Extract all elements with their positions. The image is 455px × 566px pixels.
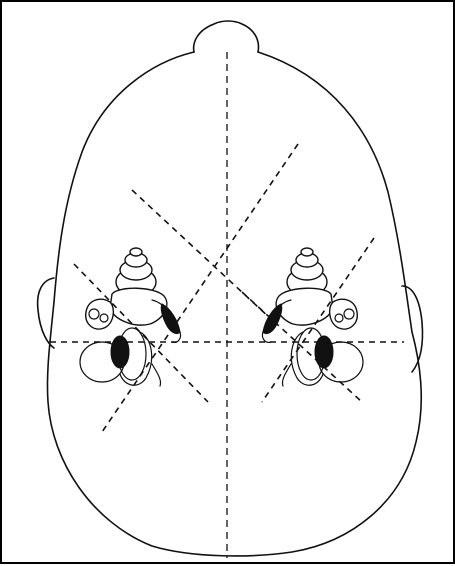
- left-inner-ear: [80, 248, 181, 386]
- left-ear-outline: [38, 278, 54, 348]
- right-inner-ear: [262, 248, 363, 386]
- nose-outline: [194, 21, 259, 52]
